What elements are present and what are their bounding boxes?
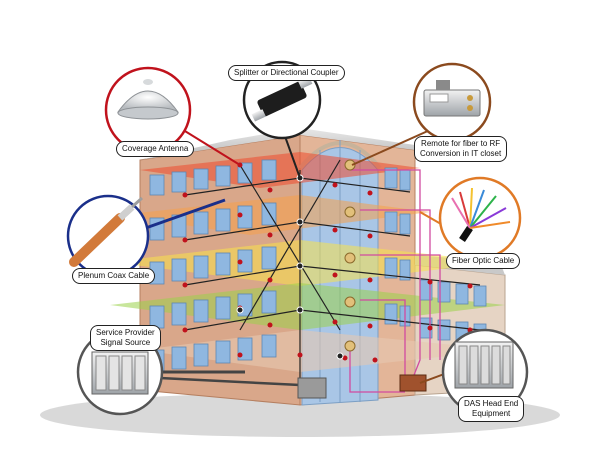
- splitter-label: Splitter or Directional Coupler: [228, 65, 345, 81]
- service-provider-label-line2: Signal Source: [100, 338, 151, 347]
- building-entrance: [297, 377, 327, 399]
- das-head-end-label-line1: DAS Head End: [464, 399, 519, 408]
- remote-label-line2: Conversion in IT closet: [420, 149, 502, 158]
- service-provider-rack-image: [91, 351, 149, 395]
- coverage-antenna-label: Coverage Antenna: [116, 141, 195, 157]
- windows-front-wall: [384, 167, 487, 345]
- head-end-box: [399, 374, 427, 392]
- coax-cable-image: [69, 196, 144, 267]
- building-roof: [140, 128, 415, 160]
- remote-pointer: [351, 129, 431, 166]
- service-provider-label-line1: Service Provider: [96, 328, 155, 337]
- fiber-optic-label: Fiber Optic Cable: [446, 253, 521, 269]
- floor-slab-yellow: [110, 240, 500, 286]
- coverage-antenna-pointer: [179, 127, 241, 166]
- coax-pointer: [139, 198, 226, 232]
- fiber-callout: [438, 176, 522, 260]
- floor-slab-base: [140, 330, 505, 372]
- coverage-antenna-image: [117, 79, 179, 120]
- fiber-cable-network: [159, 169, 441, 393]
- remote-unit-image: [423, 80, 481, 117]
- antenna-dots: [182, 162, 473, 363]
- remote-label: Remote for fiber to RF Conversion in IT …: [414, 136, 508, 162]
- remote-label-line1: Remote for fiber to RF: [421, 139, 501, 148]
- das-head-end-rack-image: [454, 341, 514, 389]
- fiber-optic-image: [451, 187, 511, 242]
- plenum-coax-label: Plenum Coax Cable: [72, 268, 156, 284]
- das-head-end-label: DAS Head End Equipment: [458, 396, 525, 422]
- ground-shadow: [40, 393, 560, 437]
- floor-slab-green: [110, 283, 505, 330]
- remote-units: [344, 159, 356, 352]
- das-head-end-label-line2: Equipment: [472, 409, 511, 418]
- service-provider-label: Service Provider Signal Source: [90, 325, 161, 351]
